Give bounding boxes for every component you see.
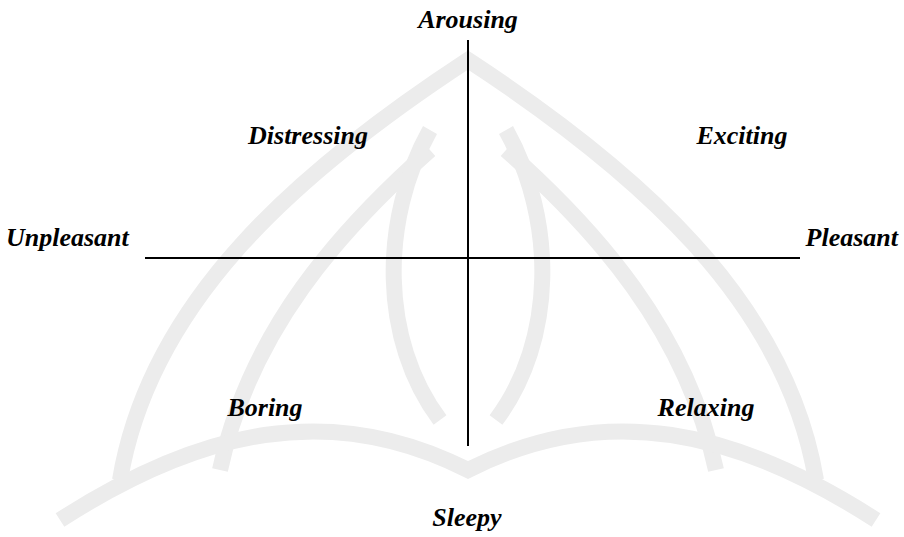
quadrant-label: Exciting: [696, 121, 787, 151]
horizontal-axis: [145, 257, 800, 259]
axis-label: Pleasant: [806, 223, 898, 253]
quadrant-label: Boring: [227, 393, 302, 423]
axis-label: Arousing: [418, 5, 518, 35]
quadrant-label: Distressing: [248, 121, 368, 151]
axis-label: Unpleasant: [6, 223, 129, 253]
vertical-axis: [467, 40, 469, 446]
quadrant-label: Relaxing: [658, 393, 755, 423]
axis-label: Sleepy: [432, 503, 501, 533]
